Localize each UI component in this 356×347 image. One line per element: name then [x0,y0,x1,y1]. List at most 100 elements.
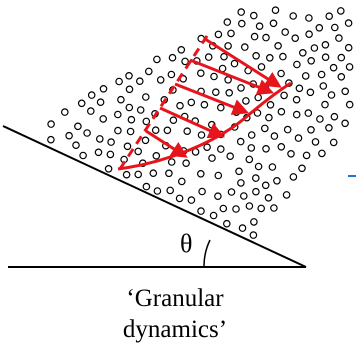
particle [260,124,269,133]
particle [250,32,259,41]
particle [265,113,273,122]
particle [214,192,222,201]
particle [166,186,175,195]
particle [187,196,196,204]
particle [167,70,176,79]
particle [271,6,280,15]
particle [245,155,254,164]
particle [236,137,245,146]
particle [277,143,286,151]
particle [257,204,266,213]
particle [304,109,313,117]
particle [295,84,304,93]
particle [245,202,254,210]
particle [337,53,346,62]
particle [223,219,231,228]
particle [223,18,232,26]
particle [208,154,216,162]
particle [178,177,186,186]
particle [250,11,258,20]
particle [168,53,177,62]
particle [197,69,205,78]
particle [197,207,205,215]
particle [262,145,270,153]
angle-label: θ [180,229,192,258]
particle [307,56,316,65]
particle [74,122,82,131]
caption-line-1: ‘Granular [126,285,224,312]
particle [291,34,300,43]
particle [247,131,256,139]
particle [77,99,86,108]
particle [136,77,144,86]
particle [114,126,122,135]
particle [335,34,343,42]
particle [156,76,165,84]
particle [210,72,218,81]
angle-arc [203,239,211,268]
particle-field [47,6,354,239]
particle [125,103,134,112]
particle [264,194,273,202]
caption-line-2: dynamics’ [123,316,227,343]
particle [176,101,184,110]
particle [219,204,228,213]
particle [305,14,313,22]
particle [123,142,132,151]
particle [292,95,301,104]
particle [175,194,184,203]
particle [325,12,334,21]
velocity-arrow [204,37,282,88]
particle [344,19,353,27]
particle [307,126,315,134]
particle [197,131,206,139]
particle [327,91,336,99]
particle [289,12,298,20]
particle [126,127,135,136]
particle [345,100,354,109]
particle [163,126,172,135]
velocity-profile [117,32,292,171]
particle [47,120,55,128]
particle [224,76,232,84]
particle [214,171,223,180]
particle [241,43,249,51]
particle [212,88,220,97]
particle [242,97,250,105]
particle [141,136,150,145]
particle [203,143,211,152]
particle [61,108,69,116]
particle [298,48,307,57]
particle [238,19,246,28]
particle [294,134,303,142]
particle [238,224,247,232]
particle [226,152,235,161]
particle [240,192,248,200]
particle [72,141,80,150]
particle [142,117,151,126]
particle [318,149,326,158]
particle [298,164,306,173]
particle [311,138,320,146]
particle [321,100,329,109]
particle [235,167,243,176]
particle [273,177,281,185]
particle [283,125,292,134]
particle [319,82,328,90]
particle [254,93,263,102]
particle [145,67,153,76]
particle [114,110,122,119]
particle [257,63,266,71]
particle [232,205,240,213]
particle [220,52,228,61]
particle [279,52,287,61]
particle [153,187,162,195]
particle [217,145,225,153]
particle [266,101,275,109]
profile-baseline-dashed [118,32,211,170]
particle [183,127,192,136]
particle [107,138,115,146]
particle [94,148,103,157]
particle [301,72,310,80]
particle [247,144,256,152]
